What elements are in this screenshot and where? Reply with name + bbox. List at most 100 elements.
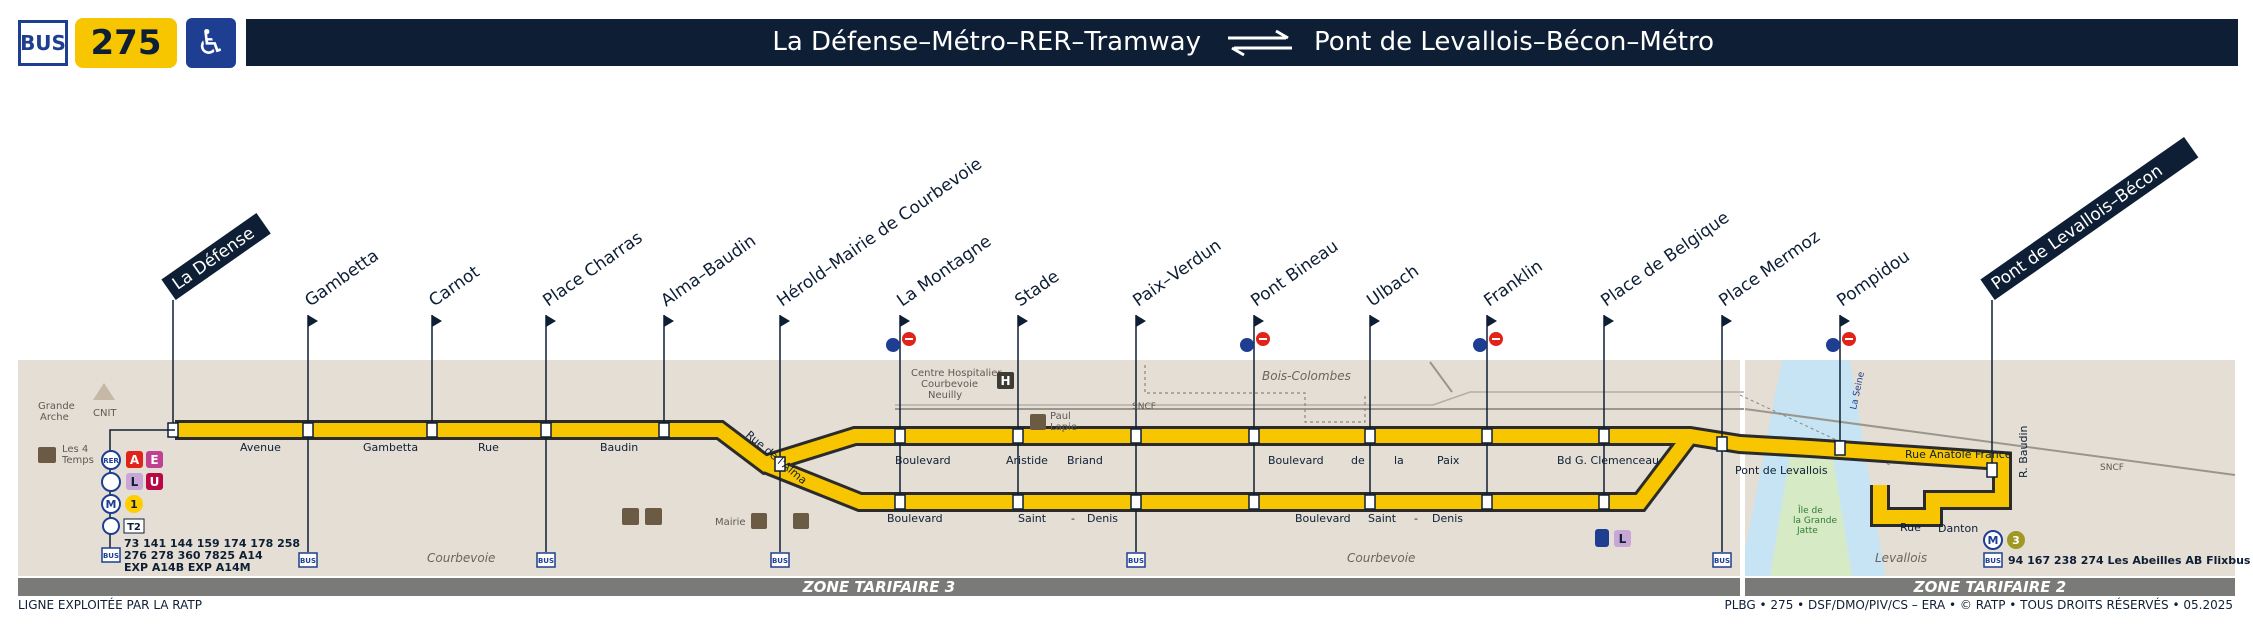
stop-name: Gambetta [301, 246, 382, 311]
train-l-label-belgique: L [1619, 532, 1627, 546]
place-hospital-2: Courbevoie [921, 379, 978, 390]
bus-icon [770, 552, 790, 568]
street-rue: Rue [478, 441, 499, 454]
stop-marker [1364, 428, 1376, 444]
bus-mode-badge: BUS [18, 20, 68, 66]
place-paul-lapie-2: Lapie [1050, 422, 1077, 433]
railway-branch [895, 391, 1744, 406]
place-ile-2: la Grande [1793, 516, 1837, 526]
stop-flag [1136, 315, 1146, 327]
railway-spur [1429, 361, 1453, 393]
place-sncf-2: SNCF [2100, 463, 2124, 473]
stop-marker [1481, 428, 1493, 444]
bus-icon [101, 547, 121, 563]
running-icon [645, 508, 662, 525]
stop-name: Place Mermoz [1715, 227, 1823, 311]
bus-icon-label: BUS [1714, 557, 1730, 565]
street-rue-danton-2: Danton [1938, 522, 1978, 535]
stop-flag [1487, 315, 1497, 327]
stop-marker [1012, 428, 1024, 444]
la-defense-connections: RER A E L U M 1 T2 BUS 73 141 144 159 17… [101, 429, 300, 574]
stop-marker [894, 494, 906, 510]
tram-t2-label: T2 [127, 522, 141, 533]
street-paix-3: la [1394, 454, 1404, 467]
tram-icon [102, 517, 120, 535]
street-gambetta: Gambetta [363, 441, 418, 454]
stop-flag [1604, 315, 1614, 327]
wheelchair-icon [1473, 338, 1487, 352]
direction-banner: La Défense–Métro–RER–Tramway Pont de Lev… [246, 19, 2238, 66]
train-l-badge [126, 473, 143, 490]
park-icon [1030, 414, 1046, 430]
stop-marker [540, 422, 552, 438]
train-l-badge-belgique [1614, 530, 1631, 547]
street-avenue: Avenue [240, 441, 281, 454]
stop-marker [1248, 428, 1260, 444]
place-ile-1: Île de [1797, 504, 1823, 516]
line-number-badge: 275 [75, 18, 177, 68]
no-entry-bar [1845, 338, 1853, 340]
train-l-label: L [131, 475, 139, 489]
stop-marker [1481, 494, 1493, 510]
no-entry-bar [1259, 338, 1267, 340]
place-bois-colombes: Bois-Colombes [1262, 369, 1351, 383]
bus-icon-label: BUS [103, 552, 119, 560]
stop-flag [780, 315, 790, 327]
stop-marker [774, 456, 786, 472]
stop-name: Paix–Verdun [1129, 236, 1225, 311]
bus-icon-label: BUS [1128, 557, 1144, 565]
stop-marker [1598, 428, 1610, 444]
street-sd1-4: Denis [1087, 512, 1118, 525]
metro-3-label: 3 [2012, 534, 2020, 547]
la-defense-bus-lines-3: EXP A14B EXP A14M [124, 561, 251, 574]
street-sd1-3: - [1071, 512, 1075, 525]
rer-e-badge [146, 451, 163, 468]
place-grande-arche-2: Arche [40, 412, 69, 423]
street-baudin: Baudin [600, 441, 638, 454]
rer-label: RER [103, 457, 119, 465]
stop-name: Pompidou [1833, 246, 1913, 311]
place-hospital-1: Centre Hospitalier [911, 368, 1002, 379]
street-sd1-2: Saint [1018, 512, 1047, 525]
la-defense-bus-lines-1: 73 141 144 159 174 178 258 [124, 537, 300, 550]
metro-1-label: 1 [130, 498, 138, 511]
place-les-4-temps-1: Les 4 [62, 444, 88, 455]
place-courbevoie-1: Courbevoie [427, 551, 495, 565]
terminus-label-bg [161, 213, 271, 301]
place-paul-lapie-1: Paul [1050, 411, 1071, 422]
bus-icon [1712, 552, 1732, 568]
metro-label: M [106, 498, 117, 511]
rer-a-badge [126, 451, 143, 468]
stop-name: Place de Belgique [1597, 208, 1733, 311]
stop-flag [1840, 315, 1850, 327]
place-levallois: Levallois [1875, 551, 1927, 565]
no-entry-bar [905, 338, 913, 340]
rer-badge [101, 450, 121, 470]
street-paix-4: Paix [1437, 454, 1460, 467]
train-u-badge [146, 473, 163, 490]
hospital-icon [997, 372, 1014, 389]
ile-grande-jatte [1770, 440, 1852, 576]
place-ile-3: Jatte [1796, 526, 1818, 536]
place-mairie: Mairie [715, 517, 746, 528]
zone-tarifaire-3: ZONE TARIFAIRE 3 [18, 578, 1740, 596]
rer-e-label: E [150, 453, 158, 467]
street-sd2-2: Saint [1368, 512, 1397, 525]
stop-flag [432, 315, 442, 327]
terminus-label-bg [1980, 136, 2199, 301]
wheelchair-icon: ♿ [186, 18, 236, 68]
train-icon [101, 472, 121, 492]
train-u-label: U [150, 475, 160, 489]
stop-name: La Montagne [893, 231, 995, 311]
connection-link [109, 429, 175, 556]
stop-flag [546, 315, 556, 327]
street-aristide-1: Boulevard [895, 454, 951, 467]
street-paix-1: Boulevard [1268, 454, 1324, 467]
train-icon-belgique [1595, 529, 1609, 547]
zone-tarifaire-2: ZONE TARIFAIRE 2 [1745, 578, 2235, 596]
stop-flag [1722, 315, 1732, 327]
stop-marker [1598, 494, 1610, 510]
stop-name: Carnot [425, 262, 483, 311]
stop-name: Alma–Baudin [657, 231, 759, 311]
